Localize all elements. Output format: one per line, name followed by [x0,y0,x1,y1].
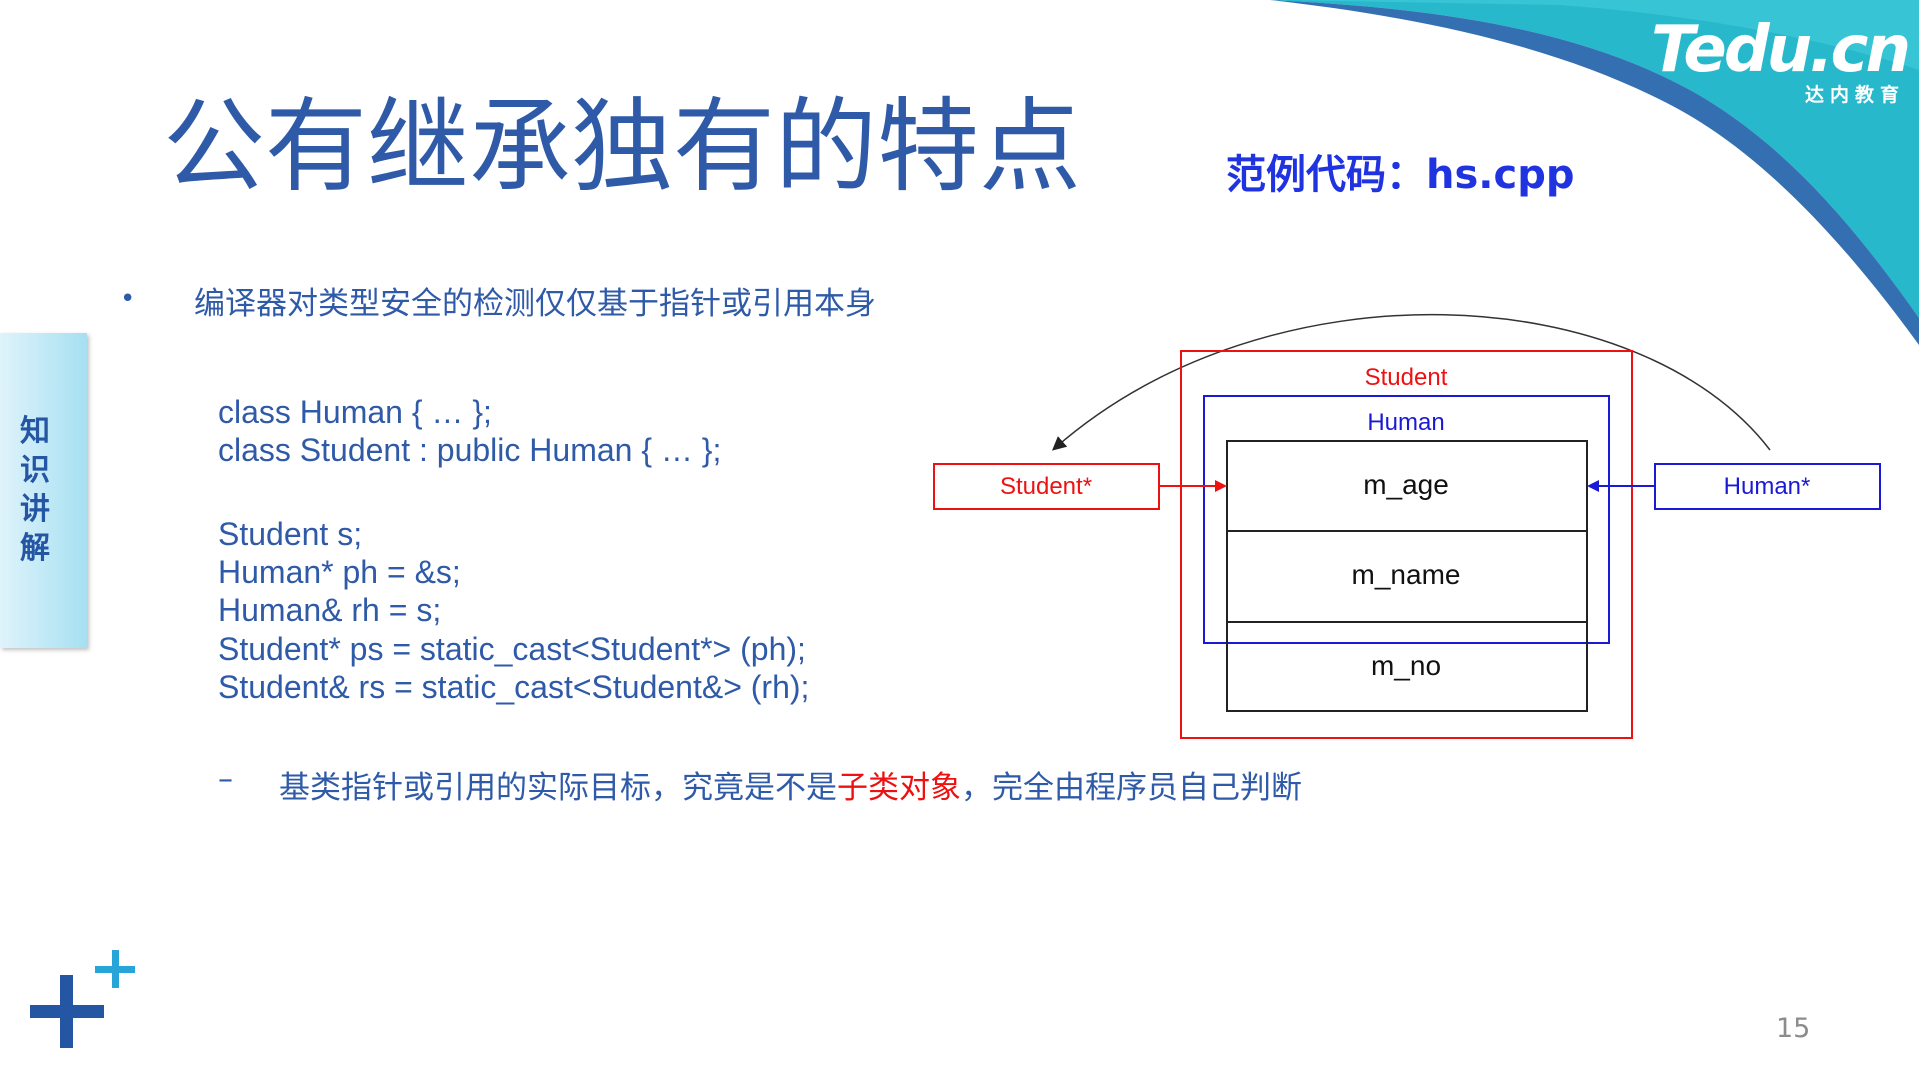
slide-title: 公有继承独有的特点 [163,88,1081,207]
student-box-label: Student [1365,364,1448,391]
code-line: Student& rs = static_cast<Student&> (rh)… [218,669,810,705]
bullet-text: 编译器对类型安全的检测仅仅基于指针或引用本身 [194,286,876,322]
human-box [1203,395,1610,644]
human-box-label: Human [1367,409,1444,436]
code-line: Human* ph = &s; [218,554,461,590]
student-box [1180,350,1633,739]
code-line: class Student : public Human { … }; [218,432,722,468]
human-pointer-label: Human* [1724,473,1811,500]
side-tab [0,333,87,648]
field-label: m_name [1352,559,1461,590]
code-line: Student* ps = static_cast<Student*> (ph)… [218,631,806,667]
field-label: m_age [1363,469,1449,500]
field-label: m_no [1371,650,1441,681]
field-cell [1226,621,1588,712]
sub-bullet-dash: – [218,762,233,797]
page-number: 15 [1776,1013,1811,1044]
plus-icon-large [30,975,104,1048]
sub-bullet-text: 基类指针或引用的实际目标，究竟是不是子类对象，完全由程序员自己判断 [279,762,1302,807]
code-line: Human& rh = s; [218,592,442,628]
cast-arrow [1051,314,1771,451]
sub-bullet-after: ，完全由程序员自己判断 [961,770,1302,806]
side-tab-label: 知识讲解 [20,414,50,566]
sub-bullet-before: 基类指针或引用的实际目标，究竟是不是 [279,770,837,806]
bullet-dot: • [120,284,136,314]
student-pointer-label: Student* [1000,473,1092,500]
sub-bullet-highlight: 子类对象 [837,770,961,806]
example-code-label: 范例代码：hs.cpp [1226,152,1575,198]
code-line: Student s; [218,516,363,552]
plus-icon-small [95,950,135,988]
code-line: class Human { … }; [218,394,492,430]
logo-subtitle: 达内教育 [1804,84,1905,106]
logo: Tedu.cn [1651,13,1911,87]
